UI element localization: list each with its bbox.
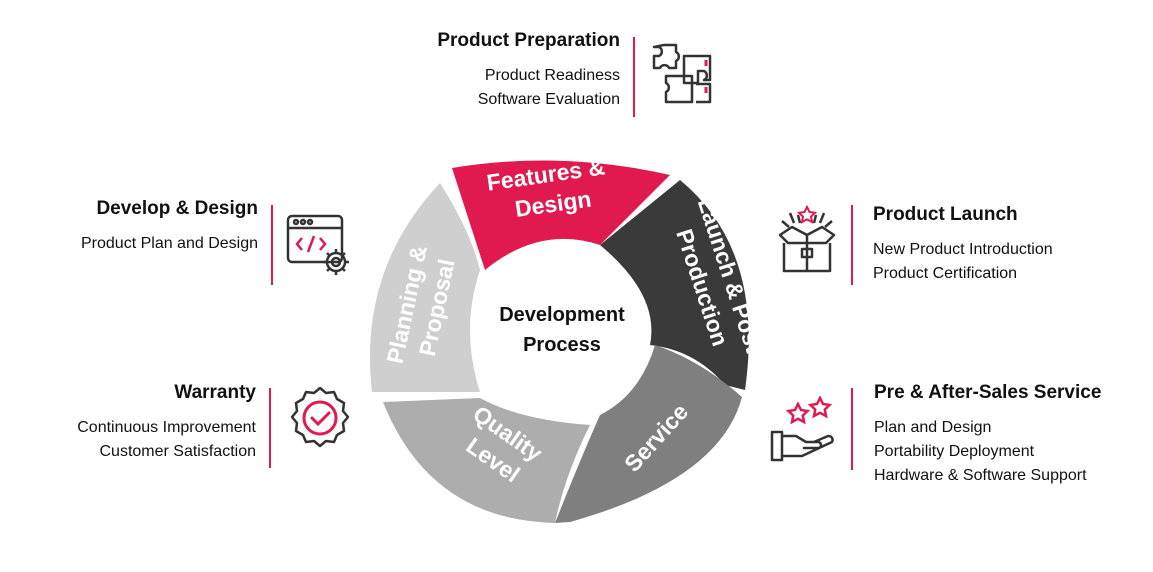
block-title: Pre & After-Sales Service [874, 382, 1102, 403]
block-item: Product Certification [873, 265, 1018, 282]
block-title: Develop & Design [96, 198, 258, 219]
block-item: Portability Deployment [874, 443, 1035, 460]
segment-planning-proposal [369, 183, 480, 392]
segment-launch-post-production [600, 180, 749, 390]
block-item: Continuous Improvement [77, 419, 256, 436]
block-title: Warranty [174, 382, 256, 403]
divider [269, 388, 271, 468]
badge-check-icon [290, 386, 350, 448]
block-product-preparation: Product Preparation Product Readiness So… [400, 30, 620, 112]
block-item: Plan and Design [874, 419, 992, 436]
block-pre-after-sales: Pre & After-Sales Service Plan and Desig… [874, 382, 1144, 488]
block-warranty: Warranty Continuous Improvement Customer… [30, 382, 256, 464]
hand-stars-icon [770, 396, 834, 462]
center-title-line2: Process [523, 334, 601, 356]
block-item: Customer Satisfaction [99, 443, 256, 460]
block-item: Hardware & Software Support [874, 467, 1087, 484]
gift-box-fireworks-icon [778, 205, 836, 273]
block-title: Product Preparation [437, 30, 620, 51]
block-title: Product Launch [873, 204, 1018, 225]
block-product-launch: Product Launch New Product Introduction … [873, 204, 1133, 286]
divider [271, 205, 273, 285]
block-item: Product Readiness [484, 67, 620, 84]
center-title: Development Process [462, 300, 662, 360]
segment-features-design [452, 160, 670, 270]
divider [633, 37, 635, 117]
block-item: New Product Introduction [873, 241, 1053, 258]
puzzle-icon [652, 43, 712, 104]
segment-service [555, 345, 742, 523]
segment-quality-level [383, 398, 590, 523]
block-develop-design: Develop & Design Product Plan and Design [30, 198, 258, 256]
center-title-line1: Development [499, 304, 625, 326]
divider [851, 388, 853, 470]
block-item: Software Evaluation [477, 91, 620, 108]
divider [851, 205, 853, 285]
code-window-gear-icon [286, 214, 349, 275]
block-item: Product Plan and Design [81, 235, 258, 252]
